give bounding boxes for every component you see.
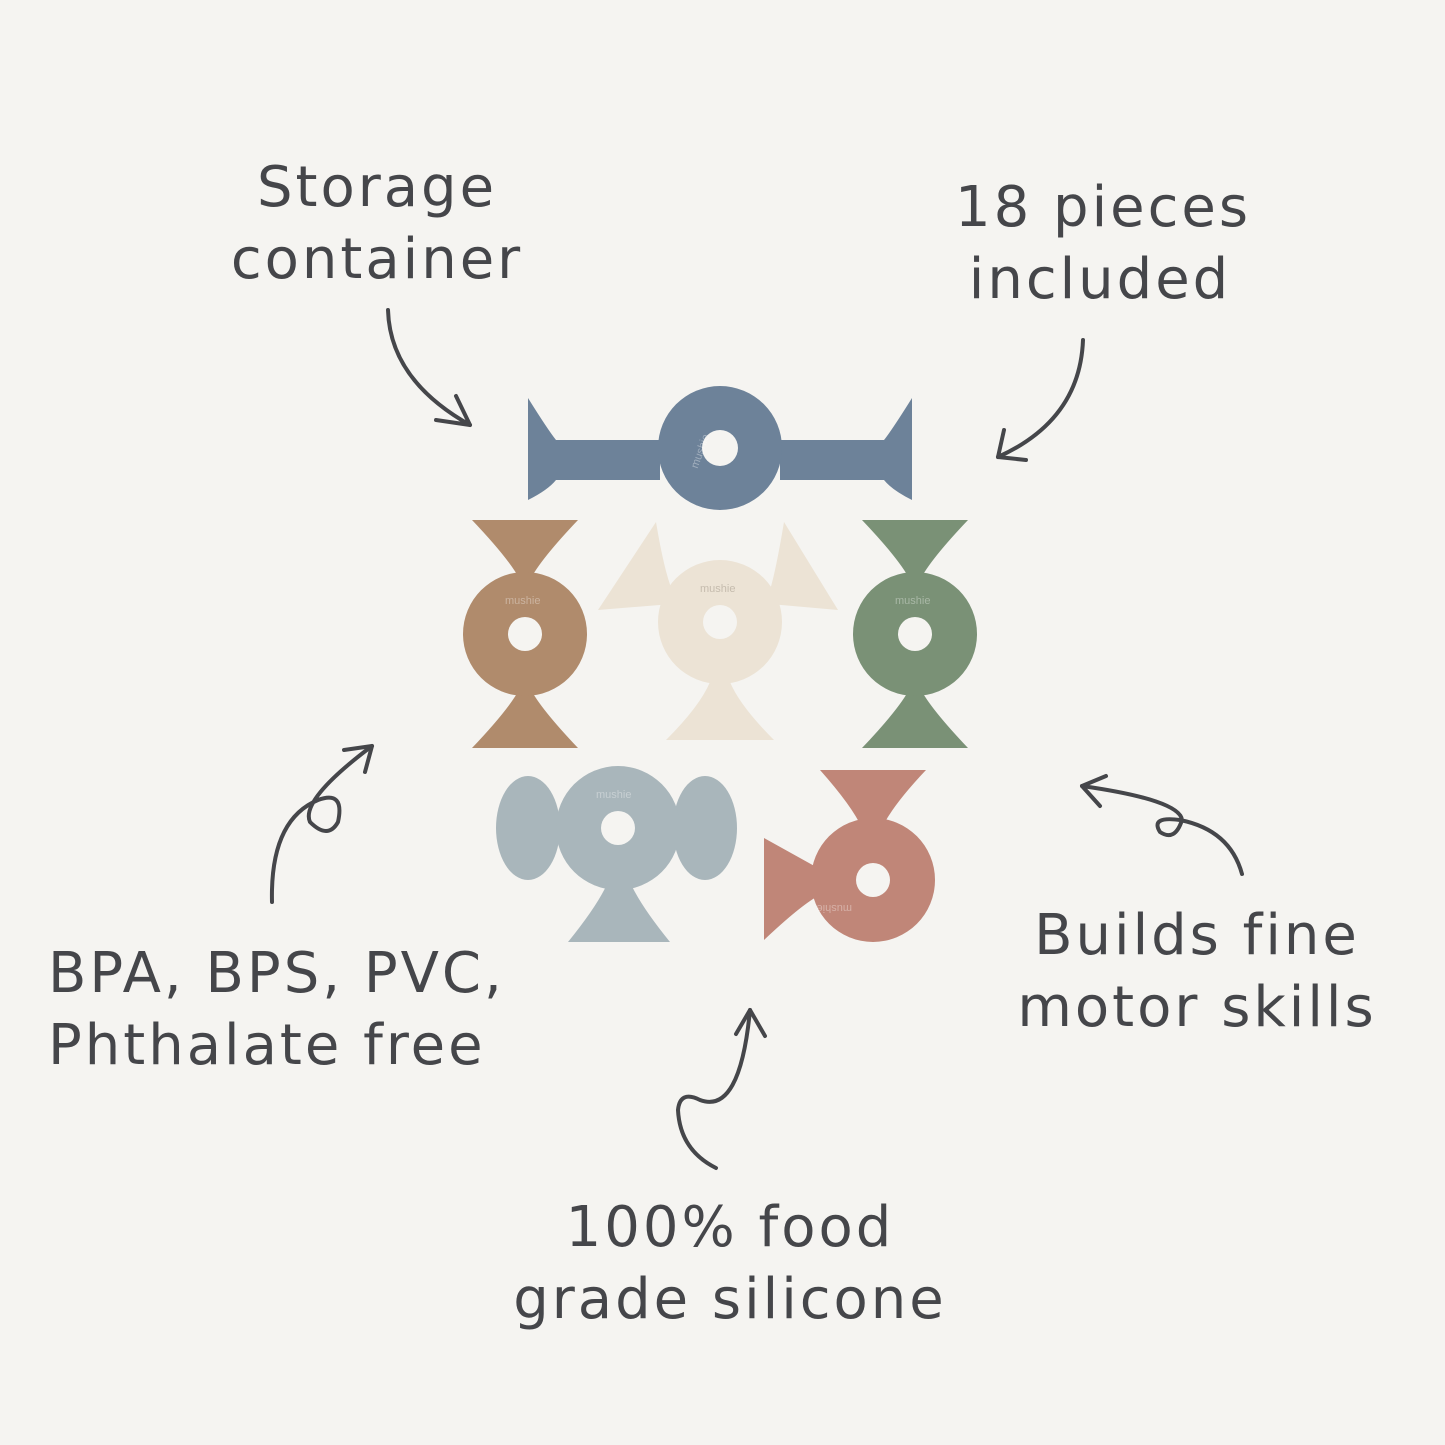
rose-toy-piece: mushie <box>764 770 935 942</box>
callout-line: grade silicone <box>513 1267 947 1332</box>
callout-storage-container: Storage container <box>222 152 532 296</box>
callout-line: included <box>968 247 1232 312</box>
callout-line: 18 pieces <box>955 175 1252 240</box>
callout-bpa-free: BPA, BPS, PVC, Phthalate free <box>48 938 505 1082</box>
arrow-silicone <box>676 1008 767 1170</box>
arrow-bpa <box>269 744 374 904</box>
svg-text:mushie: mushie <box>700 583 735 595</box>
svg-text:mushie: mushie <box>817 902 852 914</box>
blue-toy-piece: mushie <box>528 386 912 510</box>
arrow-builds <box>1080 774 1244 876</box>
sage-toy-piece: mushie <box>853 520 977 748</box>
callout-motor-skills: Builds fine motor skills <box>1012 900 1382 1044</box>
cream-toy-piece: mushie <box>598 522 838 740</box>
callout-line: BPA, BPS, PVC, <box>48 941 505 1006</box>
tan-toy-piece: mushie <box>463 520 587 748</box>
svg-text:mushie: mushie <box>505 595 540 607</box>
callout-line: container <box>230 227 524 292</box>
callout-line: Storage <box>256 155 498 220</box>
callout-line: 100% food <box>565 1195 895 1260</box>
greyblue-toy-piece: mushie <box>496 766 737 942</box>
callout-food-grade-silicone: 100% food grade silicone <box>510 1192 950 1336</box>
callout-line: motor skills <box>1017 975 1377 1040</box>
svg-text:mushie: mushie <box>895 595 930 607</box>
callout-18-pieces: 18 pieces included <box>955 172 1252 316</box>
callout-line: Builds fine <box>1034 903 1360 968</box>
callout-line: Phthalate free <box>48 1013 486 1078</box>
svg-text:mushie: mushie <box>596 789 631 801</box>
arrow-pieces <box>996 338 1085 462</box>
arrow-storage <box>386 308 472 427</box>
